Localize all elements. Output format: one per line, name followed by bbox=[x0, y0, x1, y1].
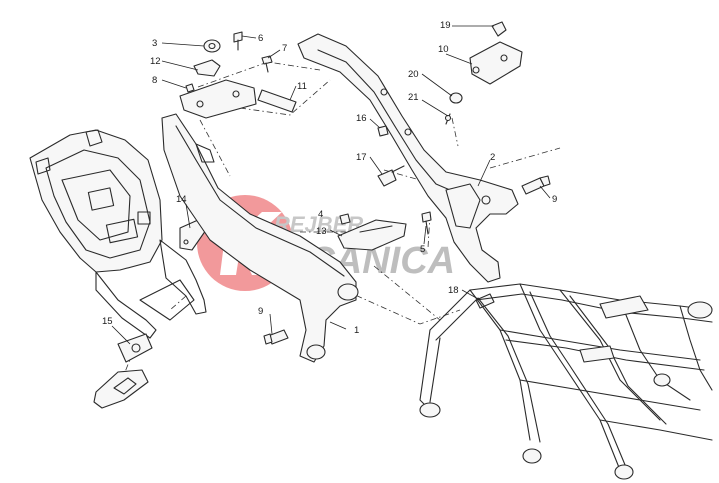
part-6-screw bbox=[233, 31, 243, 51]
callout-15: 15 bbox=[102, 316, 113, 327]
part-15-seal bbox=[93, 333, 153, 409]
part-17-cable-clip bbox=[377, 165, 405, 187]
part-16-nut bbox=[377, 125, 389, 137]
main-trellis-frame bbox=[419, 283, 713, 480]
callout-11: 11 bbox=[297, 81, 307, 92]
part-21-screw bbox=[444, 113, 452, 125]
callout-2: 2 bbox=[490, 152, 495, 163]
callout-5: 5 bbox=[420, 244, 425, 255]
leader-lines bbox=[111, 25, 551, 345]
part-11-strap bbox=[257, 89, 297, 113]
callout-9-upper: 9 bbox=[552, 194, 557, 205]
callout-14: 14 bbox=[176, 194, 187, 205]
part-9-screw-lower bbox=[263, 329, 289, 345]
part-9-screw-upper bbox=[521, 175, 551, 195]
callout-1: 1 bbox=[354, 325, 359, 336]
callout-20: 20 bbox=[408, 69, 419, 80]
callout-13: 13 bbox=[316, 226, 327, 237]
part-4-screw bbox=[339, 213, 351, 225]
callout-12: 12 bbox=[150, 56, 161, 67]
part-20-bush bbox=[449, 92, 463, 104]
part-13-bracket bbox=[337, 219, 407, 251]
callout-3: 3 bbox=[152, 38, 157, 49]
part-1-left-subframe bbox=[161, 113, 359, 363]
callout-8: 8 bbox=[152, 75, 157, 86]
callout-19: 19 bbox=[440, 20, 451, 31]
part-5-screw bbox=[421, 211, 432, 235]
part-10-bracket bbox=[469, 21, 523, 85]
part-8-screw bbox=[185, 83, 195, 93]
callout-6: 6 bbox=[258, 33, 263, 44]
callout-4: 4 bbox=[318, 209, 323, 220]
callout-10: 10 bbox=[438, 44, 449, 55]
part-2-right-subframe bbox=[297, 33, 519, 283]
part-3-bush bbox=[203, 39, 221, 53]
callout-numbers: 1 2 3 4 5 6 7 8 9 9 10 11 12 13 14 15 16… bbox=[102, 20, 557, 336]
callout-16: 16 bbox=[356, 113, 367, 124]
callout-18: 18 bbox=[448, 285, 459, 296]
callout-7: 7 bbox=[282, 43, 287, 54]
rear-mudguard-housing bbox=[29, 129, 207, 339]
callout-9-lower: 9 bbox=[258, 306, 263, 317]
callout-17: 17 bbox=[356, 152, 367, 163]
part-12-mounting-plate bbox=[179, 59, 257, 119]
part-14-bracket bbox=[179, 219, 207, 251]
callout-21: 21 bbox=[408, 92, 419, 103]
part-7-screw bbox=[261, 55, 273, 73]
